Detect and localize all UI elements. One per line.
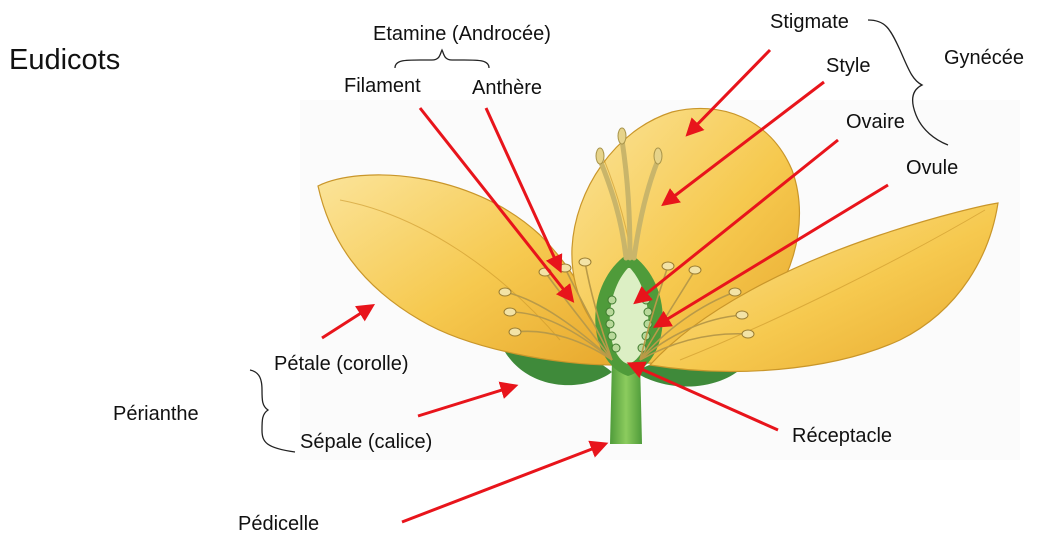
label-anthere: Anthère [472,78,542,98]
label-filament: Filament [344,76,421,96]
label-etamine: Etamine (Androcée) [373,24,551,44]
label-pedicelle: Pédicelle [238,514,319,534]
label-perianthe: Périanthe [113,404,199,424]
label-sepale: Sépale (calice) [300,432,432,452]
perianthe-brace [250,370,295,452]
label-style: Style [826,56,870,76]
label-ovule: Ovule [906,158,958,178]
label-ovaire: Ovaire [846,112,905,132]
label-gynecee: Gynécée [944,48,1024,68]
etamine-brace [395,50,489,68]
label-petale: Pétale (corolle) [274,354,409,374]
page-title: Eudicots [9,46,120,75]
label-receptacle: Réceptacle [792,426,892,446]
label-stigmate: Stigmate [770,12,849,32]
